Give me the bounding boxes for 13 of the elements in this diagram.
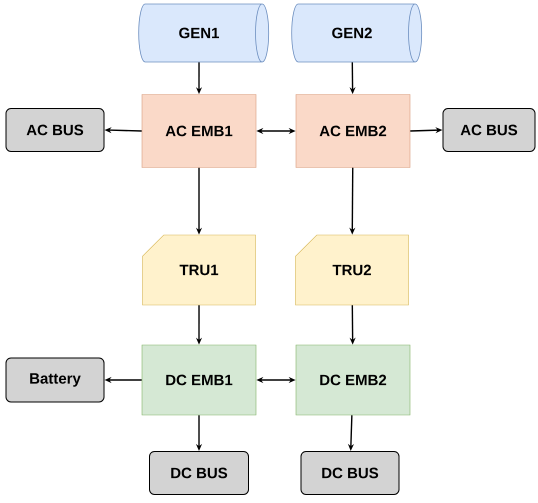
generator-cylinder: GEN2 <box>291 4 422 62</box>
breaker-box: DC EMB1 <box>142 344 256 416</box>
bus-box: Battery <box>6 358 104 402</box>
bus-box: DC BUS <box>149 451 249 495</box>
generator-cylinder: GEN1 <box>138 4 270 62</box>
bus-box: AC BUS <box>6 108 104 152</box>
breaker-box: AC EMB1 <box>142 94 256 168</box>
transformer-box: TRU2 <box>295 234 409 306</box>
bus-box: DC BUS <box>300 451 400 495</box>
breaker-box: AC EMB2 <box>296 94 410 168</box>
breaker-box: DC EMB2 <box>296 344 410 416</box>
bus-box: AC BUS <box>442 108 536 152</box>
transformer-box: TRU1 <box>142 234 256 306</box>
